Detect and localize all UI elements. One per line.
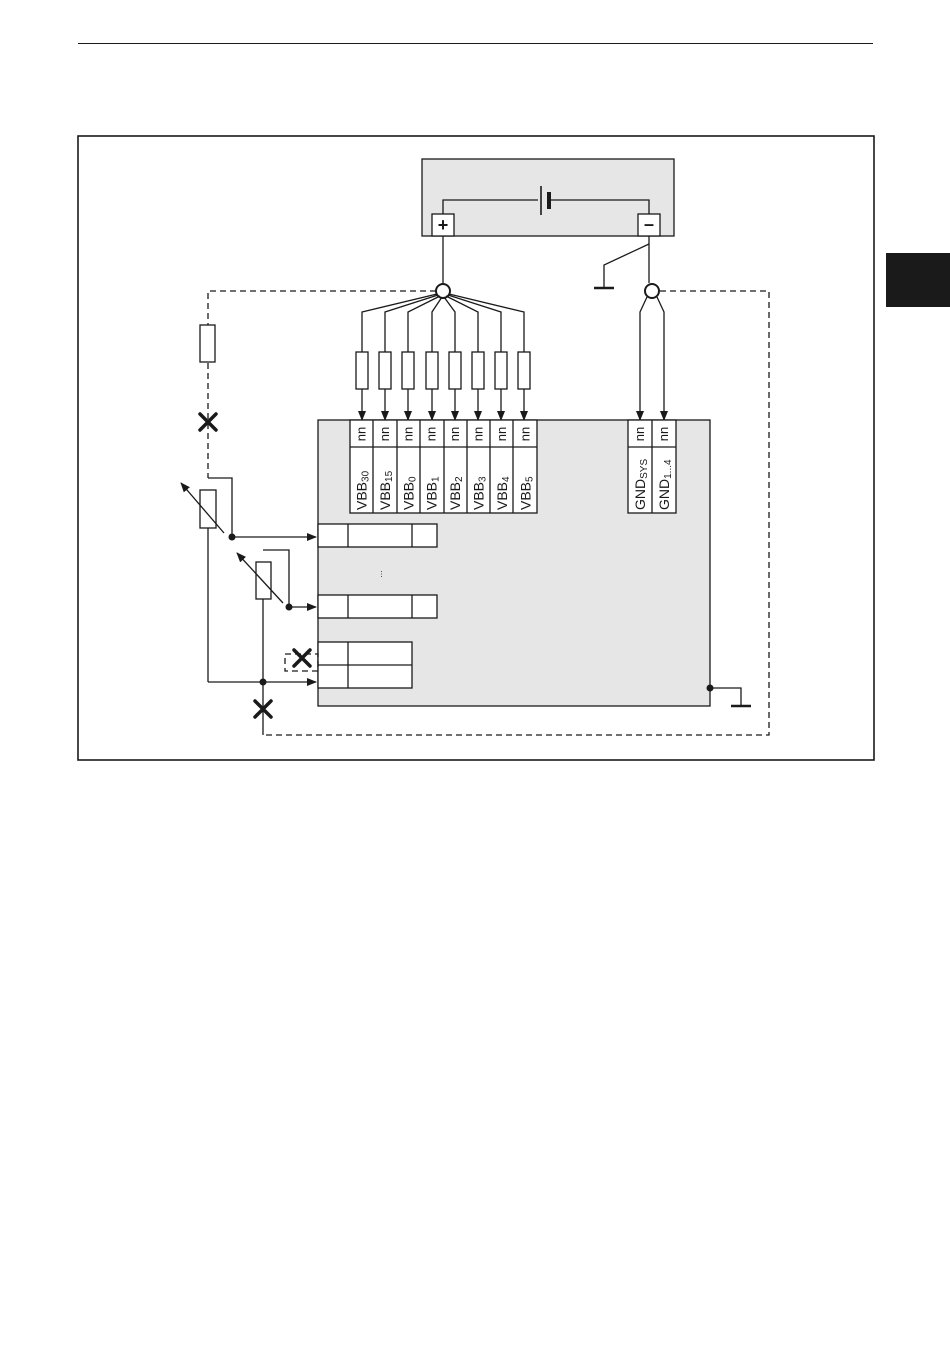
terminal-pin-label: nn <box>424 427 439 441</box>
minus-splice-node <box>645 284 659 298</box>
terminal-pin-label: nn <box>377 427 392 441</box>
battery-plus-label: + <box>438 215 449 235</box>
supply-fuses <box>356 294 530 420</box>
plus-splice-node <box>436 284 450 298</box>
terminal-pin-label: nn <box>471 427 486 441</box>
shield-fuse <box>200 325 215 362</box>
wiper-node-1 <box>229 534 236 541</box>
disconnect-x-icon <box>294 650 310 666</box>
housing-ground-icon <box>710 688 751 706</box>
terminal-pin-label: nn <box>494 427 509 441</box>
terminal-pin-label: nn <box>517 427 532 441</box>
sensor-ground-node <box>260 679 267 686</box>
terminal-pin-label: nn <box>400 427 415 441</box>
terminal-pin-label: nn <box>447 427 462 441</box>
battery-minus-label: – <box>644 214 654 234</box>
terminal-pin-label: nn <box>354 427 369 441</box>
power-supply: + – <box>422 159 674 236</box>
ground-wires <box>640 297 664 420</box>
terminal-pin-label: nn <box>656 427 671 441</box>
terminal-pin-label: nn <box>632 427 647 441</box>
wiper-node-2 <box>286 604 293 611</box>
inputs-ellipsis: ... <box>374 570 384 578</box>
housing-ground-node <box>707 685 714 692</box>
